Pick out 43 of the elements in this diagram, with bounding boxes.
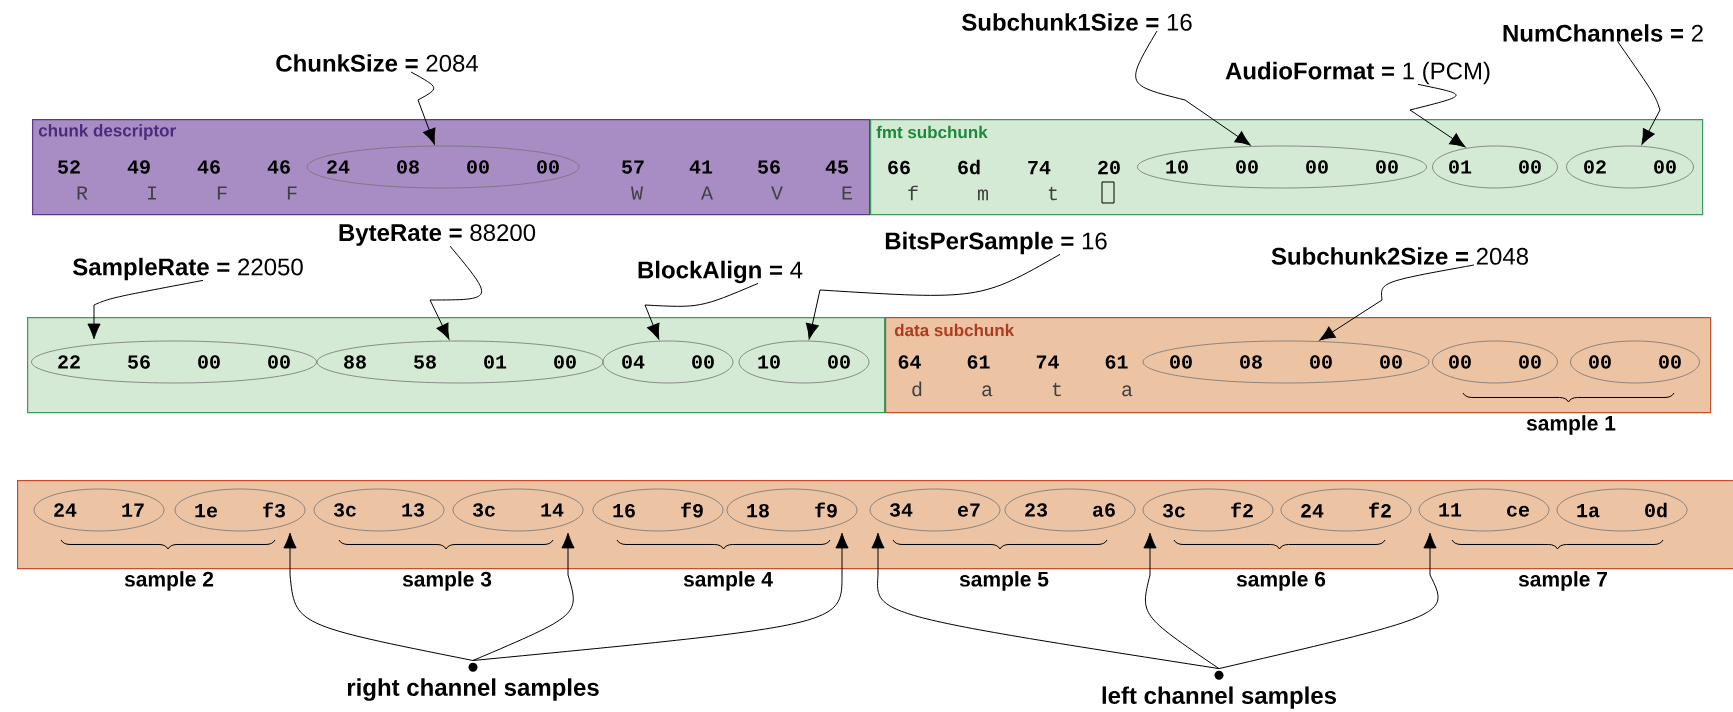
ascii-letters: f m t (908, 185, 1057, 201)
hex-bytes: 64 61 74 61 (898, 355, 1128, 369)
ascii-letters: W A V E (631, 186, 852, 200)
hex-bytes: 66 6d 74 20 (888, 159, 1120, 175)
field-label: ChunkSize = 2084 (276, 54, 478, 72)
arrow (410, 71, 436, 145)
arrow (644, 282, 759, 340)
field-label: ByteRate = 88200 (339, 224, 536, 246)
channel-label: left channel samples (1102, 670, 1337, 709)
hex-bytes: 52 49 46 46 (58, 160, 290, 174)
field-label: SampleRate = 22050 (72, 257, 303, 281)
channel-label: right channel samples (347, 662, 599, 701)
arrow (1617, 41, 1661, 145)
sample-label: sample 2 (124, 571, 214, 591)
arrow (283, 532, 474, 661)
ascii-letters: R I F F (77, 186, 297, 200)
sample-label: sample 5 (959, 571, 1049, 591)
field-label: BlockAlign = 4 (638, 260, 803, 284)
arrow (1409, 83, 1466, 148)
field-label: NumChannels = 2 (1503, 24, 1703, 42)
arrow (805, 253, 1061, 340)
arrow (1218, 532, 1439, 670)
arrow (871, 532, 1220, 670)
field-label: Subchunk2Size = 2048 (1271, 247, 1528, 265)
sample-label: sample 1 (1526, 415, 1616, 435)
arrow (1319, 264, 1475, 341)
hex-bytes: 57 41 56 45 (622, 160, 848, 174)
ascii-letters: d a t a (912, 381, 1133, 397)
field-label: BitsPerSample = 16 (885, 231, 1107, 255)
arrow (1135, 30, 1251, 146)
chunk-band (27, 317, 886, 414)
sample-label: sample 3 (402, 571, 492, 591)
arrow (87, 279, 204, 340)
arrow (472, 532, 575, 661)
field-label: Subchunk1Size = 16 (962, 13, 1192, 31)
field-label: AudioFormat = 1 (PCM) (1225, 61, 1490, 85)
sample-label: sample 6 (1236, 571, 1326, 591)
arrow (429, 245, 482, 340)
arrow (472, 532, 849, 661)
sample-label: sample 7 (1518, 571, 1607, 591)
arrow (1143, 532, 1220, 670)
chunk-band (17, 480, 1733, 570)
sample-label: sample 4 (683, 571, 773, 591)
